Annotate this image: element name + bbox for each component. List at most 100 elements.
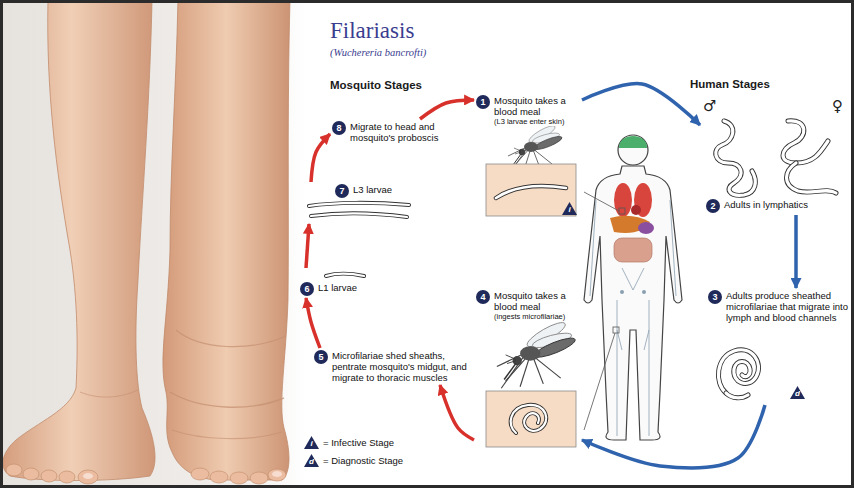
stage-picture [476,126,580,218]
step-row: 2 Adults in lymphatics [706,199,844,213]
legs-photo [6,464,22,476]
human-body [614,238,652,262]
legs-photo [3,0,290,484]
legend-text: = Diagnostic Stage [323,455,403,466]
step-text: Migrate to head and mosquito's proboscis [350,121,460,143]
callout-number: 5 [314,350,328,364]
section-heading: Mosquito Stages [330,79,422,92]
step-text: Mosquito takes a blood meal(ingests micr… [494,290,580,321]
callout-number: 8 [332,121,346,135]
leader-line [584,192,619,211]
marker-letter: i [562,205,577,215]
step-note: (ingests microfilariae) [494,312,580,321]
photo-ground [0,0,305,488]
stage-picture [476,321,580,449]
cycle-arrow [306,224,309,268]
mosquito-leg [501,353,526,388]
human-body [619,136,647,148]
leader-line [619,208,625,214]
step-description: Microfilariae shed sheaths, pentrate mos… [332,350,468,383]
marker-triangle [790,386,805,399]
callout-number: 2 [706,199,720,213]
worm-body [783,121,828,163]
cycle-arrow [420,100,474,119]
cycle-arrow [582,405,765,468]
step-note: (L3 larvae enter skin) [494,117,580,126]
legs-photo [172,430,282,439]
mosquito [497,321,577,388]
human-body [620,290,624,294]
worm-outline [511,405,547,433]
stage-picture [305,198,411,222]
stage-step: 1 Mosquito takes a blood meal(L3 larvae e… [474,93,582,220]
worm-body [309,203,409,206]
step-row: 7 L3 larvae [335,184,411,198]
legs-photo [23,468,39,480]
cycle-arrow [440,385,474,440]
stage-step: 2 Adults in lymphatics ♂ ♀ [700,97,846,215]
step-description: Mosquito takes a blood meal [494,95,580,117]
legs-photo [268,469,286,481]
mosquito-thorax [524,142,538,152]
step-text: L3 larvae [353,184,411,195]
worm-body [787,163,837,193]
microfilaria [718,350,758,398]
legend-entry: = Infective Stage [323,437,394,449]
step-description: Migrate to head and mosquito's proboscis [350,121,460,143]
mosquito-proboscis [513,154,521,165]
legend-text: = Infective Stage [323,437,394,448]
worm-outline [311,213,407,217]
worm-outline [783,121,828,163]
marker-triangle [304,436,319,449]
marker-triangle [304,454,319,467]
leader-line [584,333,615,430]
mosquito-head [513,356,522,365]
legs-photo [210,471,228,483]
stage-step: 5 Microfilariae shed sheaths, pentrate mo… [312,348,470,385]
step-text: Adults in lymphatics [724,199,844,210]
worm-outline [718,350,758,393]
step-row: 5 Microfilariae shed sheaths, pentrate mo… [314,350,468,383]
stage-picture [300,270,378,282]
marker-triangle [562,202,577,215]
legs-photo [191,468,209,480]
adult-worms [716,121,836,195]
l3-larva [496,186,566,198]
step-row: 8 Migrate to head and mosquito's probosci… [332,121,460,143]
legs-photo [78,470,98,484]
l3-larvae [309,203,409,217]
step-row: 3 Adults produce sheathed microfilariae t… [708,290,848,323]
stage-marker: d [790,386,805,399]
sex-symbol: ♂ [703,98,716,115]
section-heading: Human Stages [690,78,770,91]
step-text: Adults produce sheathed microfilariae th… [726,290,848,323]
legs-photo [176,330,286,347]
leader-line [584,192,625,430]
callout-number: 1 [476,95,490,109]
cycle-arrow [311,134,330,182]
legs-photo [3,0,155,481]
stage-step: 8 Migrate to head and mosquito's probosci… [330,119,462,145]
worm-outline [716,121,756,195]
stage-picture [702,99,844,199]
legs-photo [170,392,284,407]
stage-picture [476,321,580,449]
human-body [584,166,682,440]
step-row: 6L1 larvae [300,282,378,296]
human-body [590,200,676,436]
callout-number: 7 [335,184,349,198]
sex-symbol: ♀ [832,98,843,115]
worm-body [496,186,566,198]
worm-outline [496,186,566,198]
legs-photo [230,472,248,484]
callout-number: 3 [708,290,722,304]
legs-photo [250,472,268,484]
step-description: Adults in lymphatics [724,199,844,210]
leader-line [613,327,619,333]
cycle-arrow [582,84,700,125]
step-description: Adults produce sheathed microfilariae th… [726,290,848,323]
worm-body [718,350,758,393]
